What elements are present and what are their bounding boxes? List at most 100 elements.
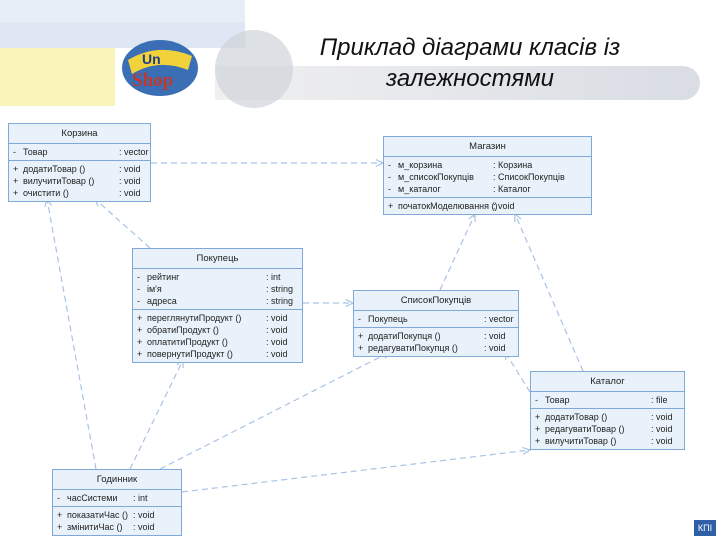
visibility-marker: + (358, 343, 364, 353)
logo-letters: Un (142, 51, 161, 67)
class-operations: +додатиТовар (): void+вилучитиТовар (): … (9, 161, 150, 201)
operation-row: +обратиПродукт (): void (133, 324, 302, 336)
visibility-marker: + (137, 349, 143, 359)
class-name: Магазин (384, 137, 591, 157)
logo-text: Shop (132, 70, 173, 91)
member-name: повернутиПродукт () (147, 349, 233, 359)
attribute-row: -Покупець: vector (354, 313, 518, 325)
class-name: Каталог (531, 372, 684, 392)
footer-badge: КПІ (694, 520, 716, 536)
member-type: : string (266, 296, 294, 306)
visibility-marker: - (137, 272, 140, 282)
class-attributes: -часСистеми: int (53, 490, 181, 507)
title-line-1: Приклад діаграми класів із (319, 34, 621, 61)
header-decoration-yellow (0, 48, 115, 106)
member-type: : void (651, 412, 673, 422)
member-name: редагуватиТовар () (545, 424, 625, 434)
member-type: : int (133, 493, 148, 503)
class-operations: +початокМоделювання (): void (384, 198, 591, 214)
visibility-marker: - (388, 160, 391, 170)
member-name: рейтинг (147, 272, 180, 282)
title-circle-decoration (215, 30, 293, 108)
operation-row: + показатиЧас () : void (53, 509, 181, 521)
dependency-kataloh-spysok (504, 351, 531, 393)
class-name: СписокПокупців (354, 291, 518, 311)
class-mahazyn: Магазин -м_корзина : Корзина-м_списокПокуп… (383, 136, 592, 215)
dependency-hodynnyk-korzyna (46, 198, 97, 470)
member-type: : vector (119, 147, 149, 157)
dependency-hodynnyk-kataloh (181, 449, 531, 493)
attribute-row: -м_каталог: Каталог (384, 183, 591, 195)
member-type: : file (651, 395, 668, 405)
member-type: : Каталог (493, 184, 531, 194)
class-attributes: -Товар : vector (9, 144, 150, 161)
class-operations: +додатиПокупця (): void+редагуватиПокупц… (354, 328, 518, 356)
operation-row: +оплатитиПродукт (): void (133, 336, 302, 348)
member-type: : void (133, 510, 155, 520)
visibility-marker: - (137, 284, 140, 294)
visibility-marker: + (358, 331, 364, 341)
operation-row: +додатиПокупця (): void (354, 330, 518, 342)
class-kataloh: Каталог -Товар : file +додатиТовар (): void… (530, 371, 685, 450)
operation-row: +переглянутиПродукт (): void (133, 312, 302, 324)
member-name: Товар (23, 147, 48, 157)
member-type: : void (119, 164, 141, 174)
class-name: Корзина (9, 124, 150, 144)
member-name: очистити () (23, 188, 69, 198)
member-name: часСистеми (67, 493, 118, 503)
member-type: : void (266, 325, 288, 335)
visibility-marker: - (535, 395, 538, 405)
visibility-marker: + (535, 436, 541, 446)
operation-row: +додатиТовар (): void (531, 411, 684, 423)
header-decoration (0, 0, 245, 22)
member-name: м_каталог (398, 184, 441, 194)
member-name: додатиТовар () (23, 164, 86, 174)
slide-title: Приклад діаграми класів із залежностями (245, 32, 695, 94)
class-operations: +переглянутиПродукт (): void+обратиПроду… (133, 310, 302, 362)
visibility-marker: - (13, 147, 16, 157)
operation-row: +додатиТовар (): void (9, 163, 150, 175)
member-type: : string (266, 284, 294, 294)
attribute-row: -м_корзина : Корзина (384, 159, 591, 171)
attribute-row: -ім'я : string (133, 283, 302, 295)
member-type: : Корзина (493, 160, 533, 170)
member-name: початокМоделювання () (398, 201, 498, 211)
class-operations: + показатиЧас () : void+ змінитиЧас () : voi… (53, 507, 181, 535)
visibility-marker: + (13, 188, 19, 198)
member-name: Товар (545, 395, 570, 405)
attribute-row: -Товар : file (531, 394, 684, 406)
visibility-marker: + (57, 510, 63, 520)
visibility-marker: + (13, 176, 19, 186)
title-line-2: залежностями (386, 65, 554, 92)
class-name: Покупець (133, 249, 302, 269)
visibility-marker: + (535, 412, 541, 422)
member-type: : void (266, 337, 288, 347)
member-name: показатиЧас () (67, 510, 129, 520)
member-type: : void (119, 188, 141, 198)
attribute-row: -м_списокПокупців: СписокПокупців (384, 171, 591, 183)
visibility-marker: + (535, 424, 541, 434)
class-name: Годинник (53, 470, 181, 490)
class-korzyna: Корзина -Товар : vector + додатиТовар () : vo… (8, 123, 151, 202)
member-name: м_корзина (398, 160, 443, 170)
member-name: редагуватиПокупця () (368, 343, 458, 353)
member-name: обратиПродукт () (147, 325, 219, 335)
visibility-marker: + (137, 337, 143, 347)
member-type: : vector (484, 314, 514, 324)
member-type: : СписокПокупців (493, 172, 565, 182)
member-type: : void (651, 424, 673, 434)
visibility-marker: + (57, 522, 63, 532)
class-spysok: СписокПокупців-Покупець: vector+додатиПо… (353, 290, 519, 357)
member-name: додатиПокупця () (368, 331, 441, 341)
arrowhead-hodynnyk-kataloh (522, 446, 532, 455)
member-name: Покупець (368, 314, 408, 324)
operation-row: +вилучитиТовар (): void (531, 435, 684, 447)
member-name: переглянутиПродукт () (147, 313, 242, 323)
member-name: ім'я (147, 284, 162, 294)
class-attributes: -м_корзина : Корзина-м_списокПокупців: Сп… (384, 157, 591, 198)
attribute-row: -рейтинг: int (133, 271, 302, 283)
dependency-spysok-mahazyn (439, 213, 476, 291)
arrowhead-spysok-mahazyn (468, 212, 476, 223)
member-name: змінитиЧас () (67, 522, 123, 532)
